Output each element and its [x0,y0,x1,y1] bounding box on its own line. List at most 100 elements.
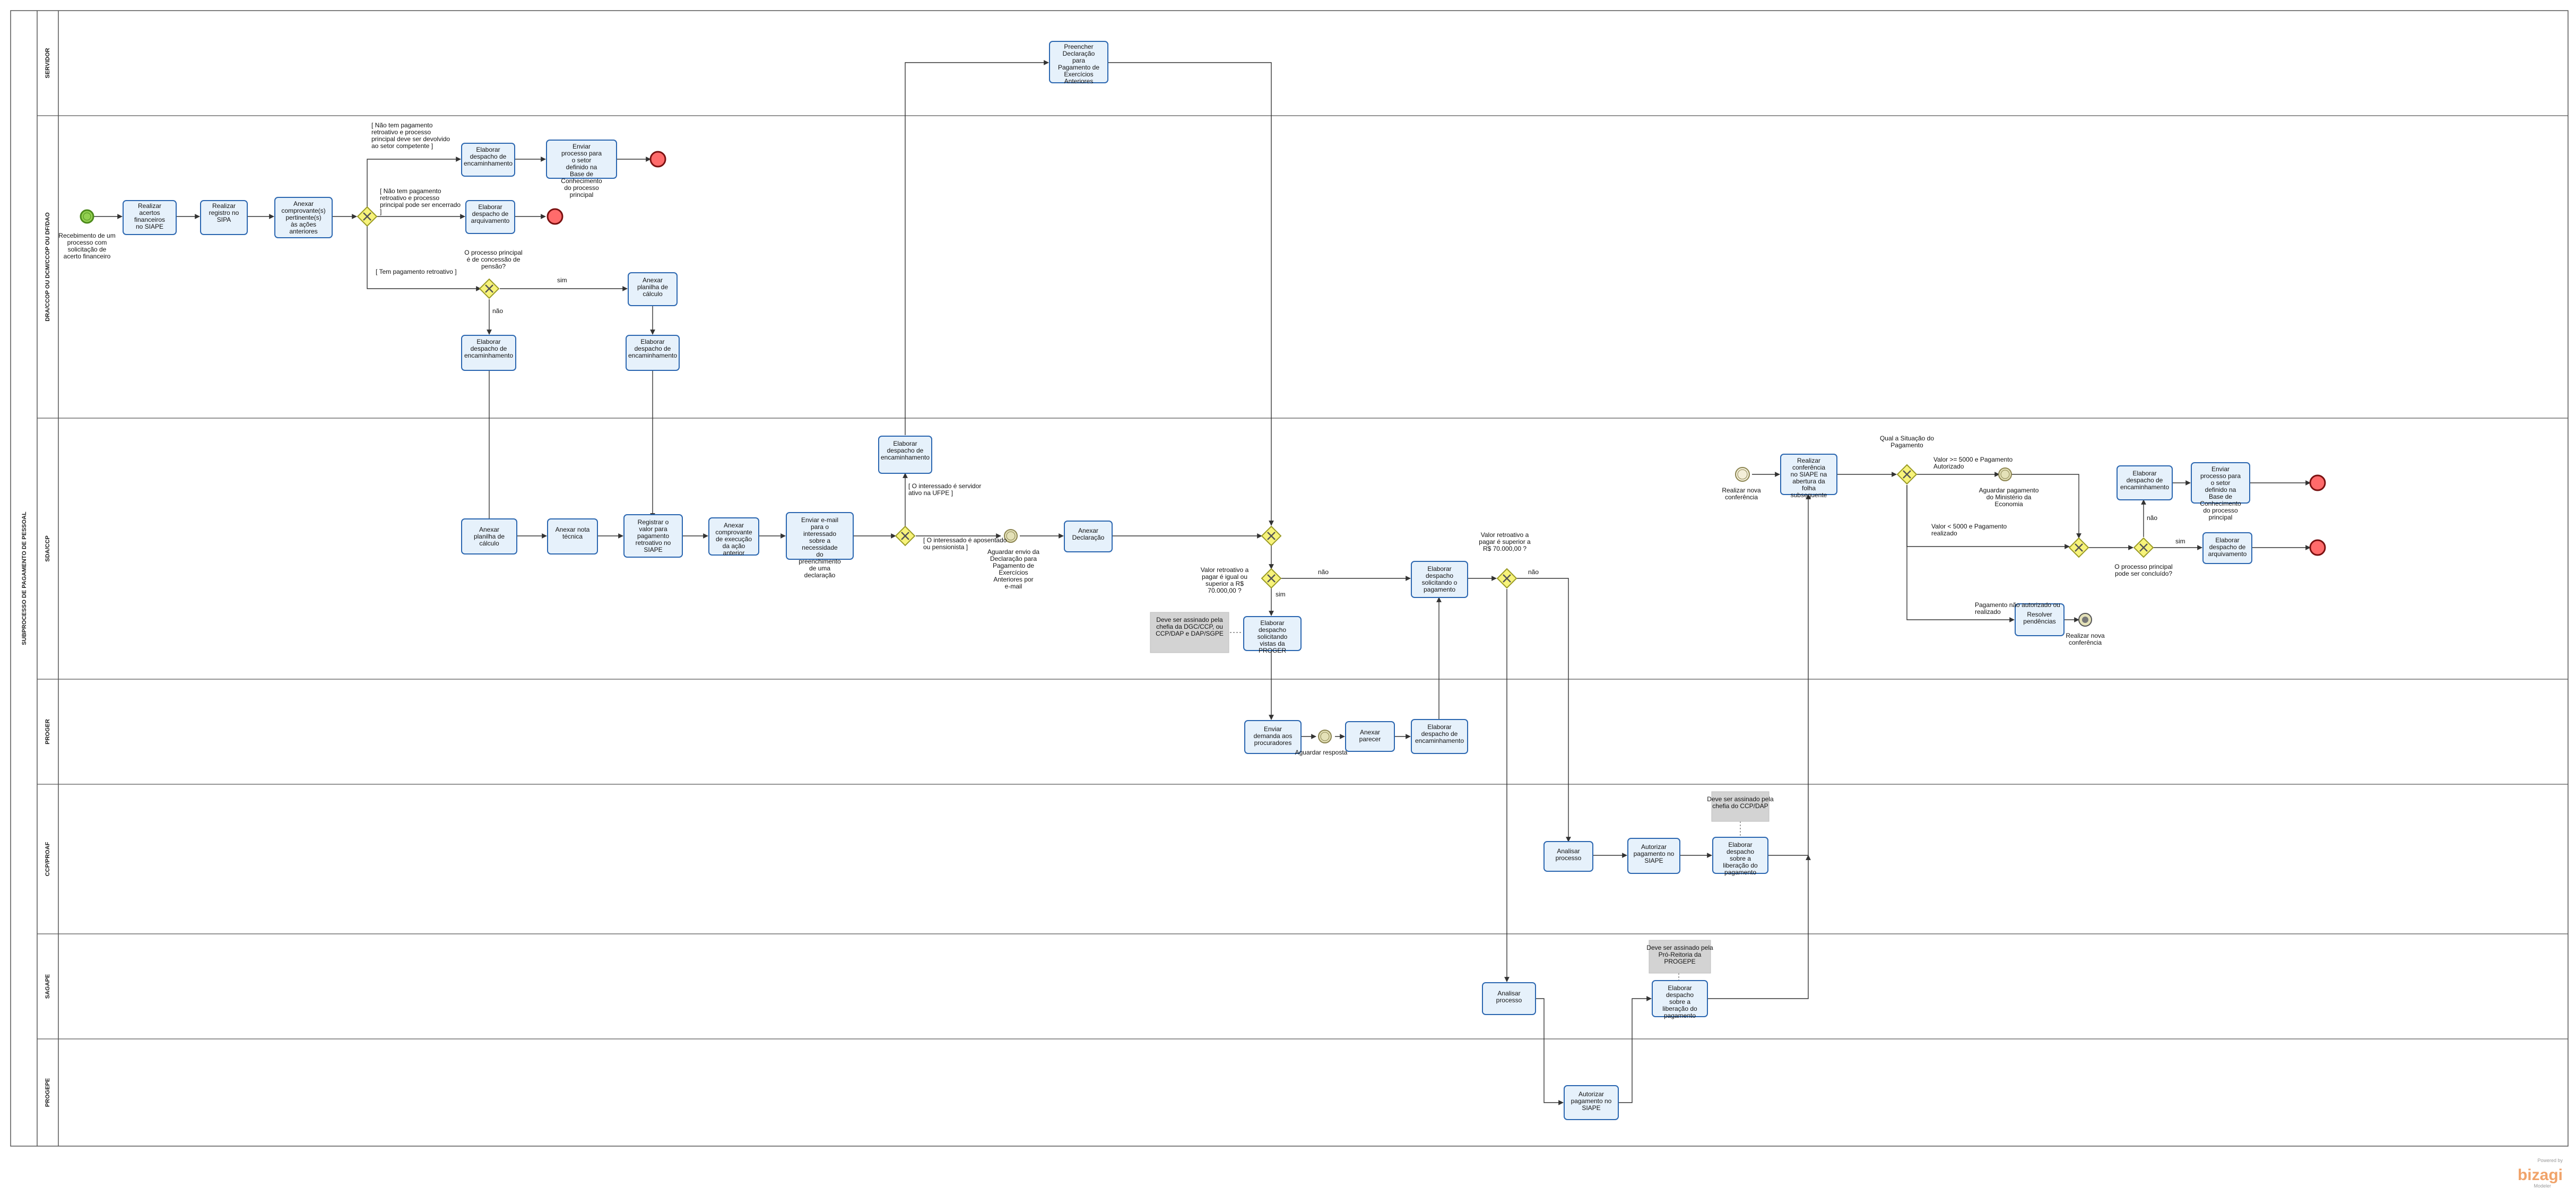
label-flow-nao-3: não [1528,568,1539,576]
pool-title: SUBPROCESSO DE PAGAMENTO DE PESSOAL [21,512,28,645]
brand-name: bizagi [2518,1166,2563,1184]
gateway-merge [1261,525,1282,547]
label-flow-sim-3: sim [2175,538,2185,545]
gateway-situacao [1896,464,1918,485]
event-end-2 [547,208,563,225]
event-wait-declaration [1004,529,1018,543]
label-flow-nao-2: não [1318,568,1329,576]
event-end-4 [2309,539,2326,556]
lane-label-sda: SDA/CCP [45,535,51,562]
gateway-merge-2 [2068,537,2089,558]
brand-top: Powered by [2537,1158,2563,1163]
lane-labels: SERVIDOR DRA/CCOP OU DCM/CCOP OU DF/DAO … [45,48,51,1107]
lane-label-progepe: PROGEPE [45,1078,51,1107]
brand-bottom: Modeler [2534,1183,2551,1189]
gateway-valor-2 [1496,568,1517,589]
gateway-valor-1 [1261,568,1282,589]
lane-label-servidor: SERVIDOR [45,48,51,78]
lane-label-ccop: DRA/CCOP OU DCM/CCOP OU DF/DAO [45,212,51,322]
event-start [80,209,94,224]
event-conference-end [2078,613,2092,627]
label-flow-nao-4: não [2147,514,2157,522]
gateway-interessado [895,525,916,547]
event-conference-start [1735,467,1750,482]
gateway-concluido [2133,537,2154,558]
gateway-pensao [479,278,500,299]
associations [1230,632,1741,981]
event-wait-response [1318,730,1332,743]
label-flow-nao-1: não [492,307,503,315]
sequence-flows [93,60,2311,1105]
